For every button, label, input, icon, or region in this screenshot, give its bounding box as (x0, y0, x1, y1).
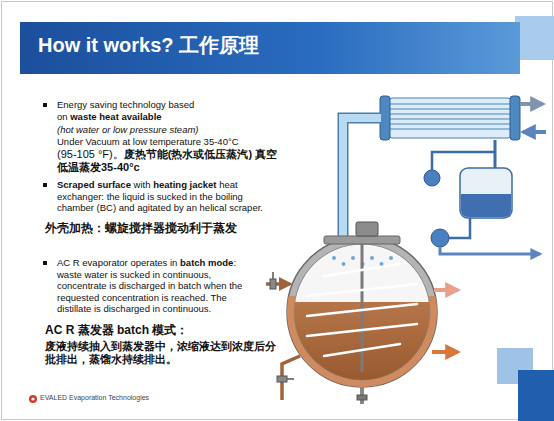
exchanger-cap (380, 96, 390, 140)
concentrate-liquid (294, 302, 430, 380)
tube-line (390, 123, 510, 124)
spray-drop (342, 262, 346, 266)
helical-scraper (307, 264, 417, 356)
scraper-blade (307, 324, 417, 336)
text-block: AC R 蒸发器 batch 模式： (45, 323, 285, 338)
slide-text: (95-105 °F)。 (57, 148, 124, 160)
vessel-shell (287, 237, 437, 387)
slide-text: AC R 蒸发器 batch 模式： (45, 323, 188, 337)
jacket-inlet-arrow (434, 288, 458, 292)
scraper-blade (307, 284, 417, 296)
boiling-chamber (294, 244, 430, 380)
spray-drop (389, 256, 393, 260)
text-block: (hot water or low pressure steam) (57, 124, 277, 136)
bullet (43, 261, 47, 265)
logo-icon (29, 395, 37, 403)
tube-line (390, 128, 510, 129)
text-block: AC R evaporator operates inbatch mode: w… (57, 257, 257, 315)
slide-text: 外壳加热：螺旋搅拌器搅动利于蒸发 (45, 222, 237, 234)
exchanger-cap (510, 96, 520, 140)
distillate-tank (460, 168, 512, 218)
text-block: Scraped surfacewithheating jacketheat ex… (57, 179, 272, 214)
vapour-pipe-outline (343, 118, 381, 238)
tube-line (390, 108, 510, 109)
corner-square (515, 16, 554, 60)
vessel-lid (324, 236, 400, 244)
slide-text: Under Vacuum at low temperature 35-40°C (57, 136, 239, 147)
distillate-out-arrow (440, 247, 540, 254)
scraper-motor (356, 222, 378, 236)
scraper-blade (324, 264, 400, 276)
corner-square (518, 370, 554, 421)
bullet (43, 183, 47, 187)
tube-line (390, 118, 510, 119)
distillate-pipe (449, 218, 470, 238)
discharge-valve (277, 376, 287, 382)
slide-text: AC R evaporator operates in (57, 257, 177, 268)
title-banner (20, 22, 520, 74)
spray-drop (351, 256, 355, 260)
spray-drop (370, 256, 374, 260)
feed-valve (270, 279, 276, 289)
scraper-blade (307, 304, 417, 316)
distillate-water (461, 194, 511, 217)
text-block: 外壳加热：螺旋搅拌器搅动利于蒸发 (45, 221, 285, 235)
exchanger-tubes (390, 104, 510, 129)
text-block: Under Vacuum at low temperature 35-40°C (57, 136, 277, 148)
evaporator (287, 222, 437, 387)
slide-text: waste heat available (70, 111, 161, 122)
spray-drop (380, 262, 384, 266)
slide-text: with (134, 179, 151, 190)
vacuum-pump (424, 170, 440, 186)
slide-text: 废液持续抽入到蒸发器中，浓缩液达到浓度后分批排出，蒸馏水持续排出。 (45, 340, 276, 365)
condensate-pipe (494, 140, 497, 168)
water-in-arrow (523, 130, 546, 134)
scraper-blade (324, 344, 400, 356)
vapour-pipe (343, 118, 381, 238)
scraper-shaft (361, 244, 364, 372)
slide-text: batch mode (180, 257, 233, 268)
slide-text: heating jacket (153, 179, 216, 190)
footer-logo-text: EVALED Evaporation Technologies (40, 394, 149, 401)
valve-handle (272, 272, 274, 279)
exchanger-shell (388, 98, 512, 138)
jacket-outlet-arrow (432, 350, 458, 354)
drain-valve (357, 395, 367, 400)
heating-jacket (287, 296, 437, 387)
text-block: 废液持续抽入到蒸发器中，浓缩液达到浓度后分批排出，蒸馏水持续排出。 (45, 340, 285, 367)
text-block: (95-105 °F)。废热节能(热水或低压蒸汽) 真空低温蒸发35-40°c (57, 148, 282, 175)
spray-drop (332, 256, 336, 260)
valve-handle (287, 378, 294, 380)
text-block: EVALED Evaporation Technologies (40, 394, 240, 403)
bullet (43, 103, 47, 107)
tube-line (390, 113, 510, 114)
logo-icon (31, 397, 34, 400)
heat-exchanger (380, 96, 520, 140)
distillate-pump (431, 229, 449, 247)
water-out-arrow (520, 102, 543, 106)
tube-line (390, 103, 510, 104)
slide-text: (hot water or low pressure steam) (57, 124, 199, 135)
slide-text: Scraped surface (57, 179, 131, 190)
slide-title: How it works? 工作原理 (38, 32, 259, 59)
text-block: Energy saving technology based onwaste h… (57, 99, 217, 122)
